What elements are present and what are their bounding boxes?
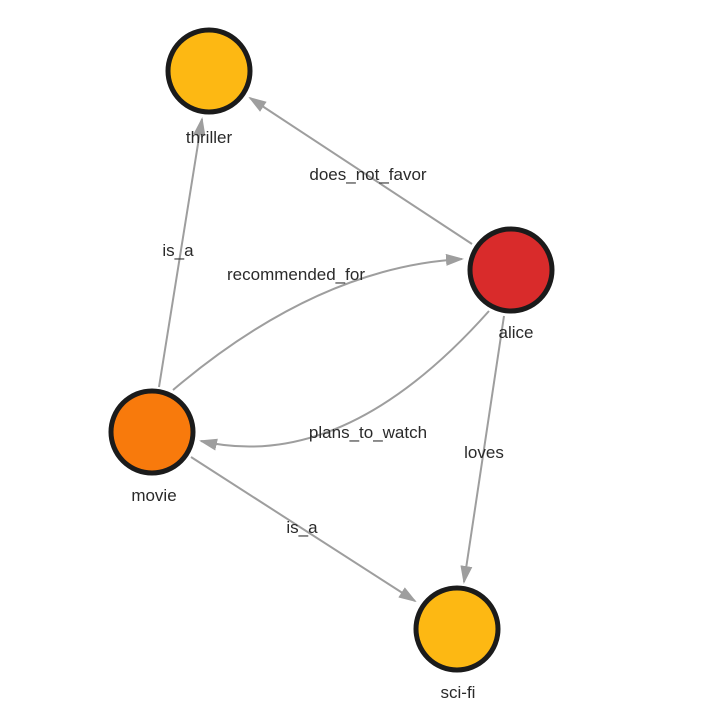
edge-movie-sci-fi — [190, 456, 417, 603]
edge-movie-thriller — [158, 117, 206, 388]
node-alice-label: alice — [499, 323, 534, 342]
node-thriller-label: thriller — [186, 128, 233, 147]
node-movie[interactable] — [108, 388, 196, 476]
node-movie-label: movie — [131, 486, 176, 505]
edge-alice-sci-fi-label: loves — [464, 443, 504, 462]
edge-alice-thriller-label: does_not_favor — [309, 165, 427, 184]
edge-alice-thriller — [248, 96, 473, 245]
node-thriller[interactable] — [165, 27, 253, 115]
edge-movie-alice-label: recommended_for — [227, 265, 365, 284]
edge-movie-sci-fi-label: is_a — [286, 518, 318, 537]
node-sci-fi-label: sci-fi — [441, 683, 476, 702]
edge-alice-movie-label: plans_to_watch — [309, 423, 427, 442]
edge-movie-thriller-label: is_a — [162, 241, 194, 260]
edge-alice-sci-fi — [460, 315, 505, 584]
edge-alice-movie — [199, 310, 490, 451]
edge-movie-alice — [172, 253, 464, 391]
node-alice[interactable] — [467, 226, 555, 314]
node-sci-fi[interactable] — [413, 585, 501, 673]
